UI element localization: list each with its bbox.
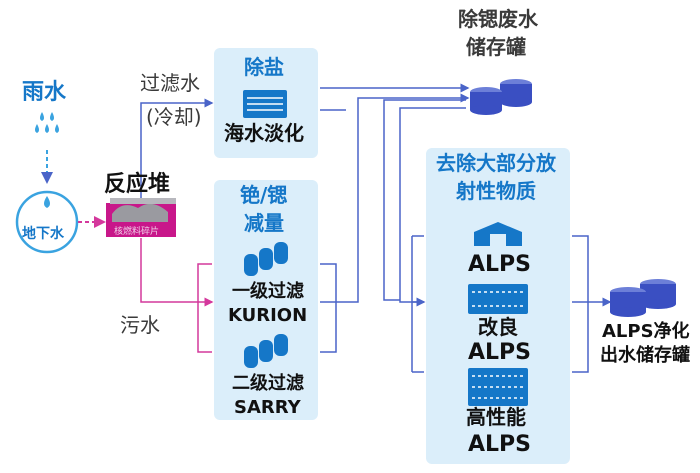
high-performance-label-2: ALPS [468, 432, 532, 457]
cs-sr-right-loop [320, 263, 337, 353]
kurion-cylinders-icon [244, 242, 288, 276]
alps-right-outputs [572, 235, 610, 373]
reactor-label: 反应堆 [104, 172, 171, 197]
high-performance-alps-icon [468, 368, 528, 406]
groundwater-label: 地下水 [22, 226, 64, 242]
sarry-cylinders-icon [244, 334, 288, 368]
kurion-label-1: 一级过滤 [232, 281, 304, 302]
cs-sr-inner-loop [197, 263, 212, 302]
reactor-sub-label: 核燃料碎片 [114, 227, 160, 237]
reactor-to-desalination-line [140, 98, 214, 198]
reactor-to-kurion-line [140, 238, 214, 307]
cs-sr-title-1: 铯/锶 [240, 183, 288, 207]
improved-alps-label-2: ALPS [468, 340, 532, 365]
high-performance-label-1: 高性能 [466, 405, 526, 429]
groundwater-circle [15, 190, 79, 254]
tank-to-alps-line-2 [383, 99, 466, 301]
water-drop-icon [44, 196, 50, 208]
cs-sr-panel [214, 180, 318, 420]
sarry-label-2: SARRY [234, 397, 301, 418]
treated-tank-label-2: 出水储存罐 [600, 345, 690, 366]
sr-tank-icon [470, 79, 532, 115]
kurion-label-2: KURION [228, 305, 308, 326]
cs-sr-inner-loop-2 [197, 302, 212, 353]
filtered-water-label: 过滤水 [140, 71, 200, 95]
sewage-label: 污水 [120, 313, 160, 337]
rain-label: 雨水 [22, 80, 67, 105]
treated-tank-icon [610, 279, 676, 317]
cs-sr-to-tank-line [320, 93, 470, 303]
sr-tank-label-1: 除锶废水 [458, 7, 538, 31]
reactor-icon [106, 198, 176, 237]
sarry-label-1: 二级过滤 [232, 373, 304, 394]
desalination-title: 除盐 [244, 55, 284, 79]
cooling-label: (冷却) [146, 105, 202, 129]
improved-alps-label-1: 改良 [478, 315, 518, 339]
rain-drops-icon [35, 112, 59, 133]
tank-to-alps-line [399, 107, 466, 307]
alps-label: ALPS [468, 252, 532, 277]
improved-alps-icon [468, 284, 528, 314]
filter-icon [243, 90, 287, 118]
treated-tank-label-1: ALPS净化 [602, 321, 690, 342]
alps-panel-title-2: 射性物质 [456, 179, 536, 203]
alps-building-icon [474, 222, 522, 246]
sr-tank-label-2: 储存罐 [466, 35, 526, 59]
alps-left-feeders [411, 235, 424, 373]
desalination-sub: 海水淡化 [224, 121, 304, 145]
cs-sr-title-2: 减量 [244, 211, 284, 235]
alps-panel-title-1: 去除大部分放 [436, 151, 556, 175]
